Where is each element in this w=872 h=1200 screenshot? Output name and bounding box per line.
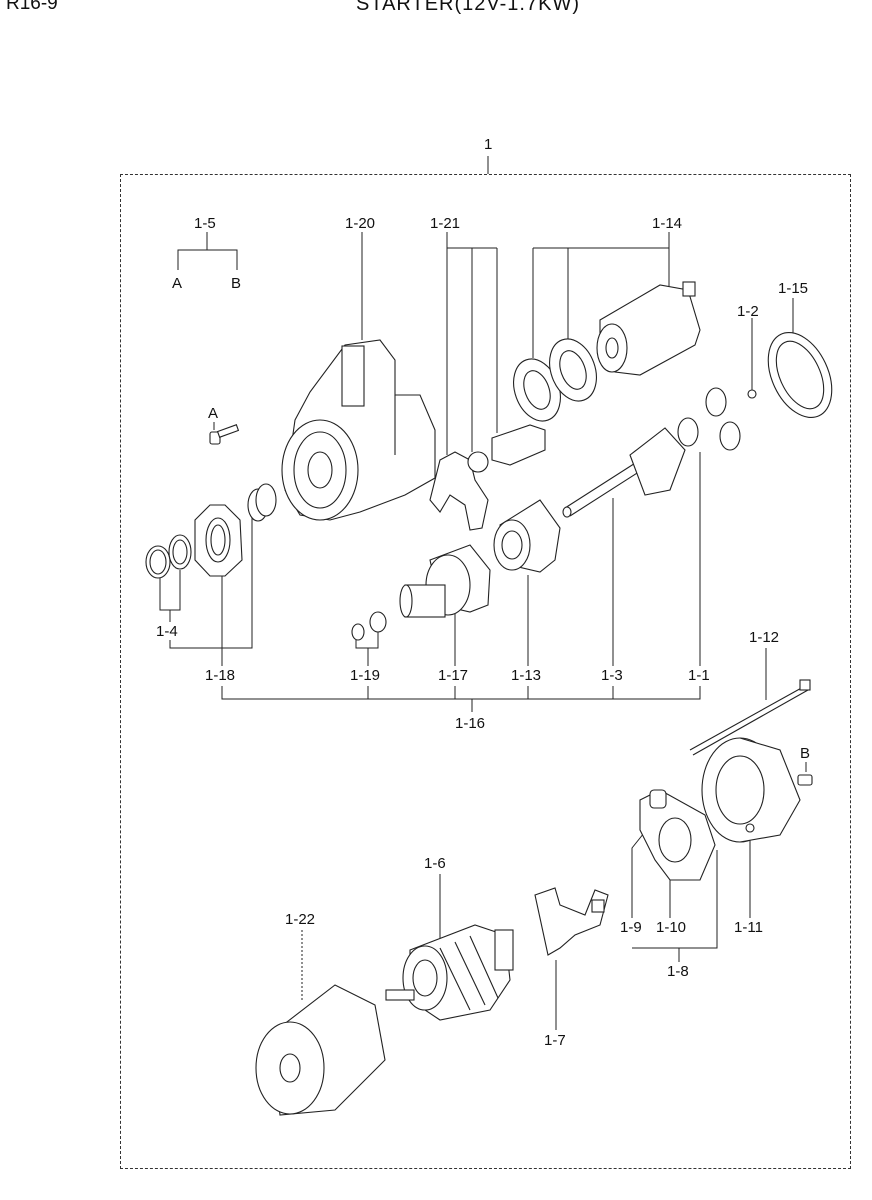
armature-1-6 <box>385 924 514 1021</box>
callout-1-3: 1-3 <box>601 667 623 684</box>
clutch-1-17 <box>399 544 491 618</box>
callout-1-5: 1-5 <box>194 215 216 232</box>
assembly-boundary <box>120 174 851 1169</box>
callout-1-9: 1-9 <box>620 919 642 936</box>
shaft-1-3 <box>562 427 686 518</box>
callout-1-1: 1-1 <box>688 667 710 684</box>
through-bolt-1-12 <box>689 679 811 756</box>
solenoid-1-14 <box>596 281 701 376</box>
callout-1-19: 1-19 <box>350 667 381 684</box>
callout-1-11: 1-11 <box>734 919 763 936</box>
callout-1-18: 1-18 <box>205 667 236 684</box>
cover-ring-1-15 <box>767 331 833 419</box>
callout-1-16: 1-16 <box>455 715 486 732</box>
brush-holder-1-8 <box>639 789 716 881</box>
callout-1-2: 1-2 <box>737 303 759 320</box>
yoke-1-22 <box>255 984 386 1116</box>
pinion-gear-1-18 <box>194 483 277 577</box>
rear-cover-1-11 <box>701 737 801 843</box>
bolt-a <box>209 424 240 445</box>
leader-lines <box>159 156 807 1030</box>
ref-b-label: B <box>800 745 811 762</box>
callout-1-20: 1-20 <box>345 215 376 232</box>
page-title: STARTER(12V-1.7KW) <box>356 0 580 15</box>
callout-1-12: 1-12 <box>749 629 780 646</box>
stop-ring-1-19 <box>351 611 387 641</box>
steel-ball-1-2 <box>747 389 757 399</box>
callout-1-13: 1-13 <box>511 667 542 684</box>
callout-1-5-b: B <box>231 275 242 292</box>
callout-1-17: 1-17 <box>438 667 469 684</box>
screw-b <box>797 774 813 786</box>
callout-1-6: 1-6 <box>424 855 446 872</box>
ref-a-label: A <box>208 405 219 422</box>
callout-1-8: 1-8 <box>667 963 689 980</box>
callout-1-15: 1-15 <box>778 280 809 297</box>
callout-1-5-a: A <box>172 275 183 292</box>
gaskets-1-14 <box>513 338 597 422</box>
callout-1-7: 1-7 <box>544 1032 566 1049</box>
planet-gears-1-1 <box>677 387 741 451</box>
brush-1-7 <box>534 887 609 956</box>
internal-gear-1-13 <box>493 499 561 573</box>
callout-1: 1 <box>484 136 493 153</box>
front-housing-1-20 <box>281 339 436 521</box>
callout-1-14: 1-14 <box>652 215 683 232</box>
snap-ring-1-4 <box>145 534 192 579</box>
page-code: R16-9 <box>6 0 58 14</box>
callout-1-10: 1-10 <box>656 919 687 936</box>
callout-1-22: 1-22 <box>285 911 316 928</box>
lever-1-21 <box>429 424 546 531</box>
callout-1-4: 1-4 <box>156 623 178 640</box>
callout-1-21: 1-21 <box>430 215 461 232</box>
